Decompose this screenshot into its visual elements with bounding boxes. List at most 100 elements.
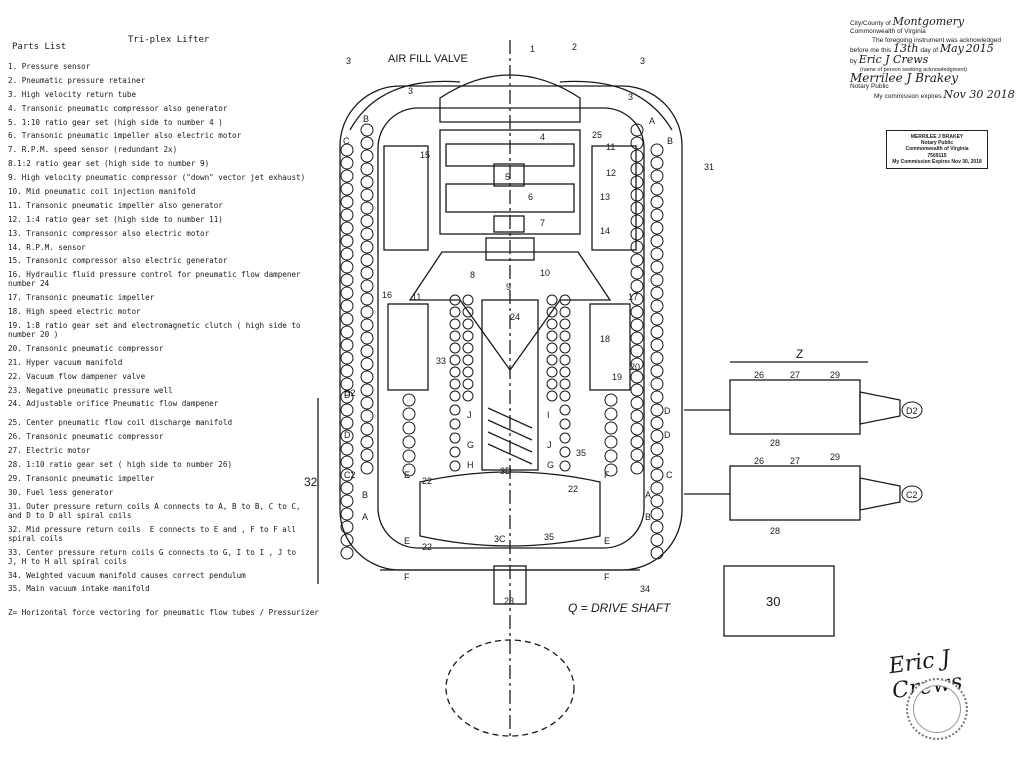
- callout-label: 3C: [494, 534, 506, 544]
- part-item: 14. R.P.M. sensor: [8, 242, 86, 252]
- coil-circle: [604, 435, 618, 449]
- coil-circle: [559, 306, 571, 318]
- callout-label: 3: [628, 92, 633, 102]
- coil-circle: [340, 403, 354, 417]
- coil-circle: [462, 330, 474, 342]
- coil-circle: [340, 494, 354, 508]
- coil-circle: [630, 227, 644, 241]
- coil-circle: [650, 351, 664, 365]
- coil-circle: [462, 342, 474, 354]
- z-assembly-upper: [729, 379, 861, 435]
- coil-circle: [650, 468, 664, 482]
- callout-label: 26: [754, 370, 764, 380]
- callout-label: 10: [540, 268, 550, 278]
- notary-seal: [906, 678, 968, 740]
- compressor-4: [445, 143, 575, 167]
- part-item: 20. Transonic pneumatic compressor: [8, 343, 164, 353]
- port-d2-label: D2: [906, 406, 918, 416]
- compressor-left-upper: [383, 145, 429, 251]
- coil-circle: [449, 330, 461, 342]
- coil-circle: [402, 449, 416, 463]
- coil-circle: [630, 357, 644, 371]
- coil-circle: [360, 370, 374, 384]
- center-coil: [487, 407, 533, 465]
- callout-label: 33: [436, 356, 446, 366]
- generator-30-label: 30: [766, 594, 780, 609]
- coil-circle: [650, 156, 664, 170]
- coil-circle: [360, 175, 374, 189]
- coil-circle: [340, 533, 354, 547]
- coil-circle: [630, 240, 644, 254]
- footnote: Z= Horizontal force vectoring for pneuma…: [8, 608, 319, 617]
- coil-circle: [650, 325, 664, 339]
- coil-circle: [650, 455, 664, 469]
- coil-circle: [360, 461, 374, 475]
- callout-label: 6: [528, 192, 533, 202]
- generator-30: [723, 565, 835, 637]
- callout-label: 26: [754, 456, 764, 466]
- stamp-state: Commonwealth of Virginia: [905, 146, 969, 153]
- callout-label: 22: [422, 476, 432, 486]
- coil-circle: [630, 214, 644, 228]
- callout-label: 35: [544, 532, 554, 542]
- notary-by-line: by Eric J Crews: [850, 54, 1020, 66]
- coil-circle: [559, 354, 571, 366]
- coil-circle: [360, 448, 374, 462]
- coil-circle: [650, 169, 664, 183]
- notary-ack-line1: The foregoing instrument was acknowledge…: [872, 36, 1001, 44]
- coil-circle: [546, 318, 558, 330]
- part-item: 10. Mid pneumatic coil injection manifol…: [8, 187, 196, 197]
- coil-circle: [340, 481, 354, 495]
- coil-circle: [402, 407, 416, 421]
- coil-circle: [402, 435, 416, 449]
- coil-letter: B: [667, 136, 673, 146]
- coil-letter: A: [645, 490, 651, 500]
- center-column: [481, 299, 539, 471]
- impeller-6: [445, 183, 575, 213]
- part-item: 25. Center pneumatic flow coil discharge…: [8, 418, 233, 428]
- callout-label: 34: [640, 584, 650, 594]
- notary-signature: Merrilee J Brakey: [850, 71, 959, 86]
- notary-ack-prefix: before me this: [850, 47, 892, 55]
- part-item: 22. Vacuum flow dampener valve: [8, 371, 146, 381]
- coil-letter: D: [664, 406, 671, 416]
- coil-circle: [546, 378, 558, 390]
- coil-circle: [630, 149, 644, 163]
- center-manifold: [408, 251, 612, 372]
- part-item: 33. Center pressure return coils G conne…: [8, 547, 301, 566]
- callout-label: 7: [540, 218, 545, 228]
- coil-circle: [546, 306, 558, 318]
- callout-label: 4: [540, 132, 545, 142]
- coil-circle: [360, 240, 374, 254]
- part-item: 5. 1:10 ratio gear set (high side to num…: [8, 117, 223, 127]
- callout-label: 31: [704, 162, 714, 172]
- part-item: 28. 1:10 ratio gear set ( high side to n…: [8, 460, 233, 470]
- coil-circle: [360, 435, 374, 449]
- coil-circle: [340, 455, 354, 469]
- coil-circle: [650, 546, 664, 560]
- coil-letter: D: [344, 430, 351, 440]
- stamp-expires: My Commission Expires Nov 30, 2018: [892, 158, 982, 165]
- coil-circle: [630, 279, 644, 293]
- coil-letter: A: [649, 116, 655, 126]
- coil-circle: [559, 390, 571, 402]
- coil-circle: [630, 461, 644, 475]
- coil-letter: B: [363, 114, 369, 124]
- coil-circle: [546, 366, 558, 378]
- coil-circle: [630, 162, 644, 176]
- callout-label: 35: [576, 448, 586, 458]
- coil-circle: [630, 318, 644, 332]
- coil-letter: C: [666, 470, 673, 480]
- coil-letter: J: [467, 410, 472, 420]
- coil-circle: [360, 383, 374, 397]
- notary-block: City/County of Montgomery Commonwealth o…: [850, 16, 1020, 102]
- part-item: 32. Mid pressure return coils E connects…: [8, 524, 301, 543]
- coil-circle: [559, 404, 571, 416]
- z-nozzle-lower: [859, 477, 901, 511]
- coil-circle: [630, 136, 644, 150]
- notary-ack-day: 13th: [893, 42, 919, 56]
- outer-housing: [339, 85, 683, 571]
- port-c2-ring: [901, 485, 923, 503]
